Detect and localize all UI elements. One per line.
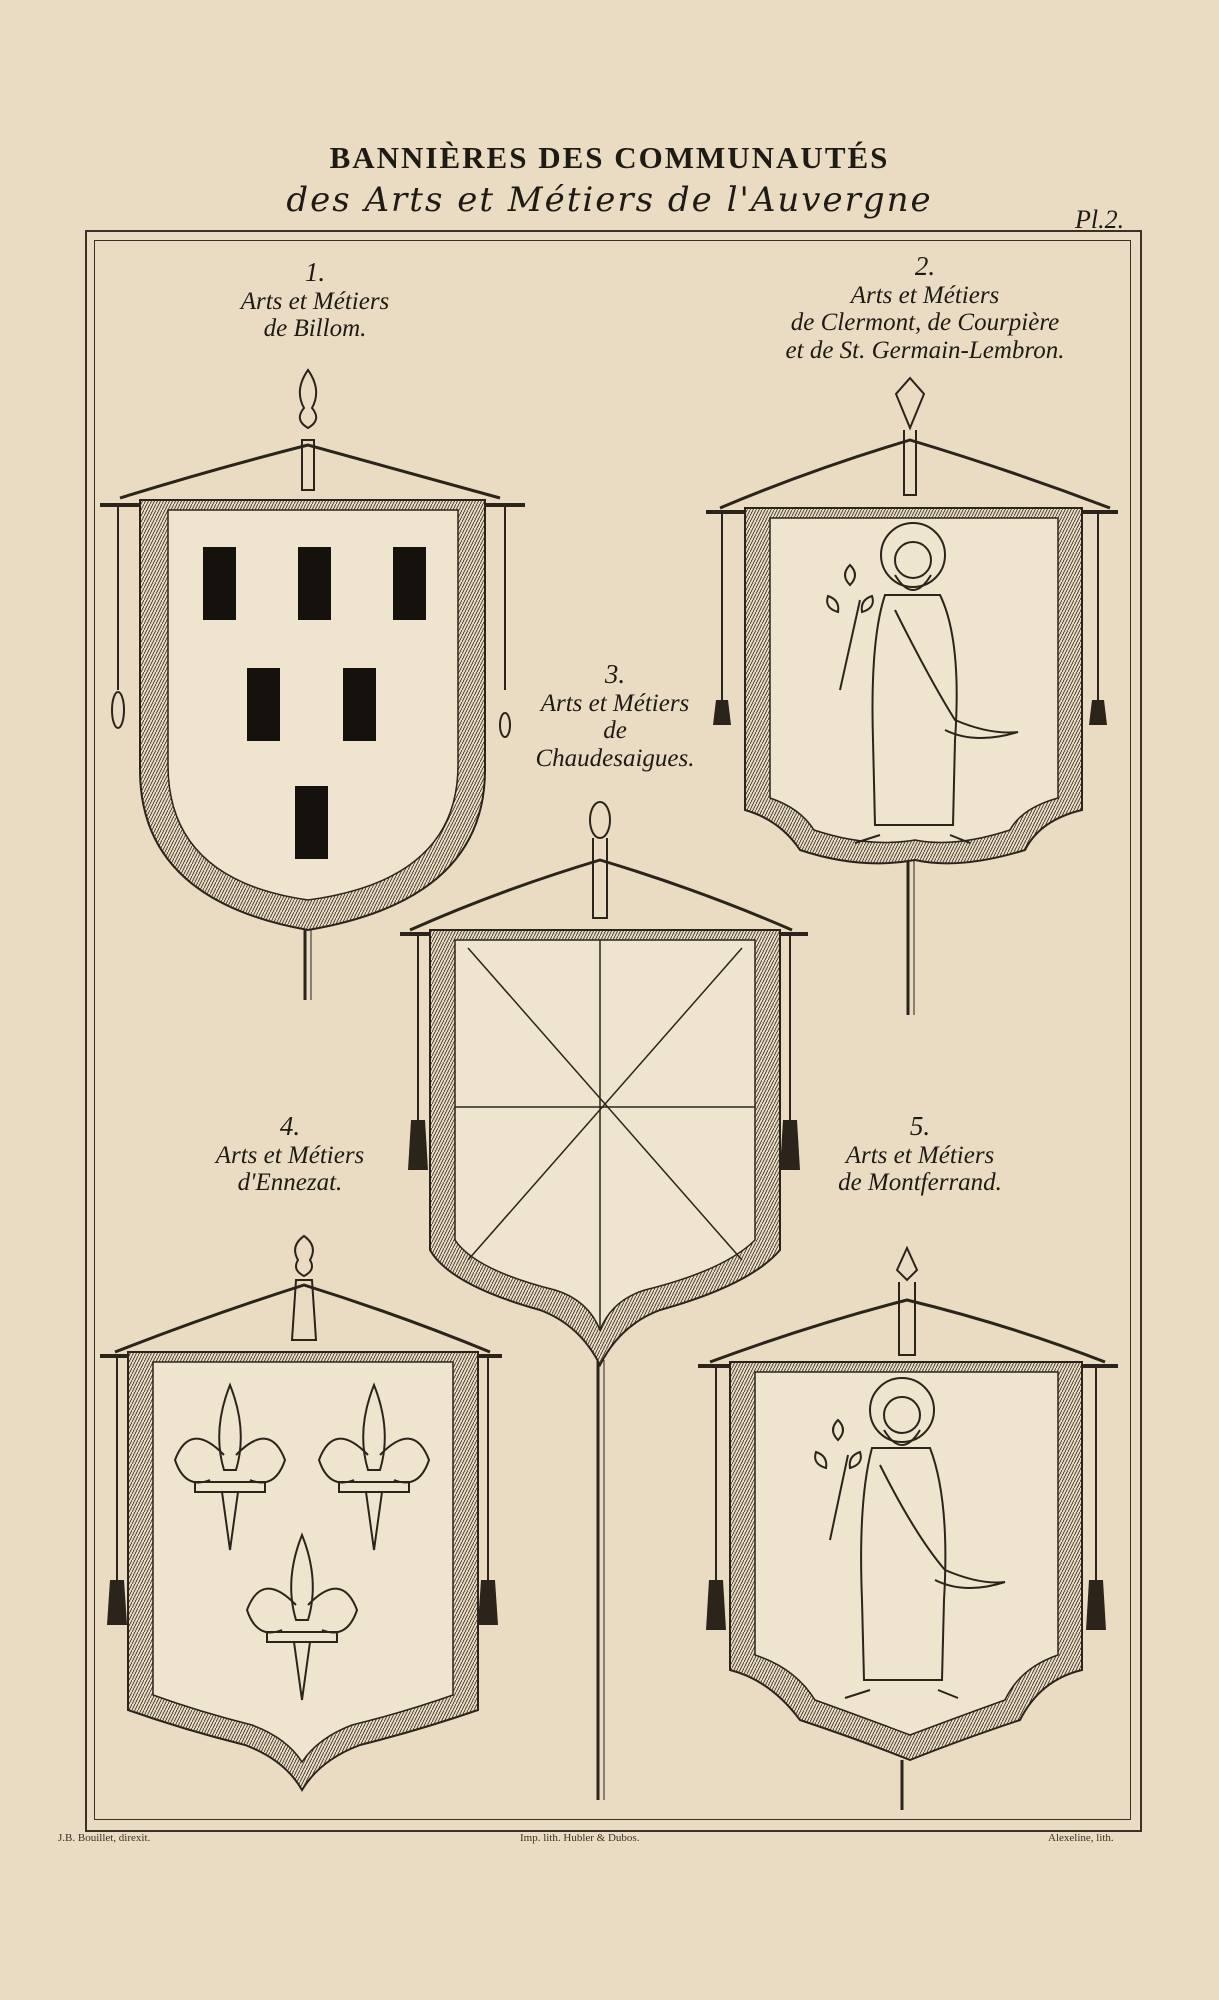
credit-left: J.B. Bouillet, direxit. xyxy=(58,1832,151,1844)
saint-figure-icon xyxy=(826,522,1019,844)
caption-line: Arts et Métiers xyxy=(850,281,1000,309)
caption-line: Chaudesaigues. xyxy=(535,744,695,772)
caption-line: et de St. Germain-Lembron. xyxy=(785,336,1065,364)
credit-right: Alexeline, lith. xyxy=(1048,1832,1114,1844)
caption-banner-4: 4. Arts et Métiers d'Ennezat. xyxy=(180,1111,400,1197)
caption-line: d'Ennezat. xyxy=(237,1169,343,1197)
banner-montferrand xyxy=(698,1245,1118,1810)
banner-number: 4. xyxy=(279,1111,301,1141)
plate-subtitle: des Arts et Métiers de l'Auvergne xyxy=(286,180,933,220)
caption-line: de Clermont, de Courpière xyxy=(790,309,1060,337)
saint-figure-icon xyxy=(814,1377,1006,1699)
finial-icon xyxy=(294,1234,314,1278)
outer-frame xyxy=(85,230,1142,1832)
caption-line: de Montferrand. xyxy=(838,1169,1002,1197)
banner-number: 3. xyxy=(604,659,626,689)
finial-icon xyxy=(894,376,926,431)
banner-chaudesaigues xyxy=(400,801,808,1800)
finial-icon xyxy=(298,368,318,430)
caption-line: Arts et Métiers xyxy=(240,287,390,315)
banner-billom xyxy=(100,368,525,1000)
finial-icon xyxy=(589,801,611,839)
caption-line: Arts et Métiers xyxy=(540,689,690,717)
caption-banner-5: 5. Arts et Métiers de Montferrand. xyxy=(805,1111,1035,1197)
caption-line: de Billom. xyxy=(263,315,367,343)
fleur-de-lis-icon xyxy=(173,1382,431,1701)
inner-frame xyxy=(94,240,1131,1820)
banner-number: 2. xyxy=(914,251,936,281)
banner-ennezat xyxy=(100,1234,502,1792)
plate-title: BANNIÈRES DES COMMUNAUTÉS xyxy=(329,140,890,175)
caption-banner-3: 3. Arts et Métiers de Chaudesaigues. xyxy=(505,659,725,772)
caption-banner-2: 2. Arts et Métiers de Clermont, de Courp… xyxy=(755,251,1095,364)
billom-rectangles xyxy=(203,547,426,859)
banner-number: 1. xyxy=(304,257,326,287)
caption-banner-1: 1. Arts et Métiers de Billom. xyxy=(205,257,425,343)
banner-number: 5. xyxy=(909,1111,931,1141)
gyronny-lines xyxy=(455,940,755,1330)
caption-line: Arts et Métiers xyxy=(845,1141,995,1169)
banner-clermont xyxy=(706,376,1118,1015)
caption-line: Arts et Métiers xyxy=(215,1141,365,1169)
finial-icon xyxy=(895,1245,919,1282)
caption-line: de xyxy=(603,717,627,745)
plate-number: Pl.2. xyxy=(1075,205,1125,234)
credit-center: Imp. lith. Hubler & Dubos. xyxy=(520,1832,640,1844)
